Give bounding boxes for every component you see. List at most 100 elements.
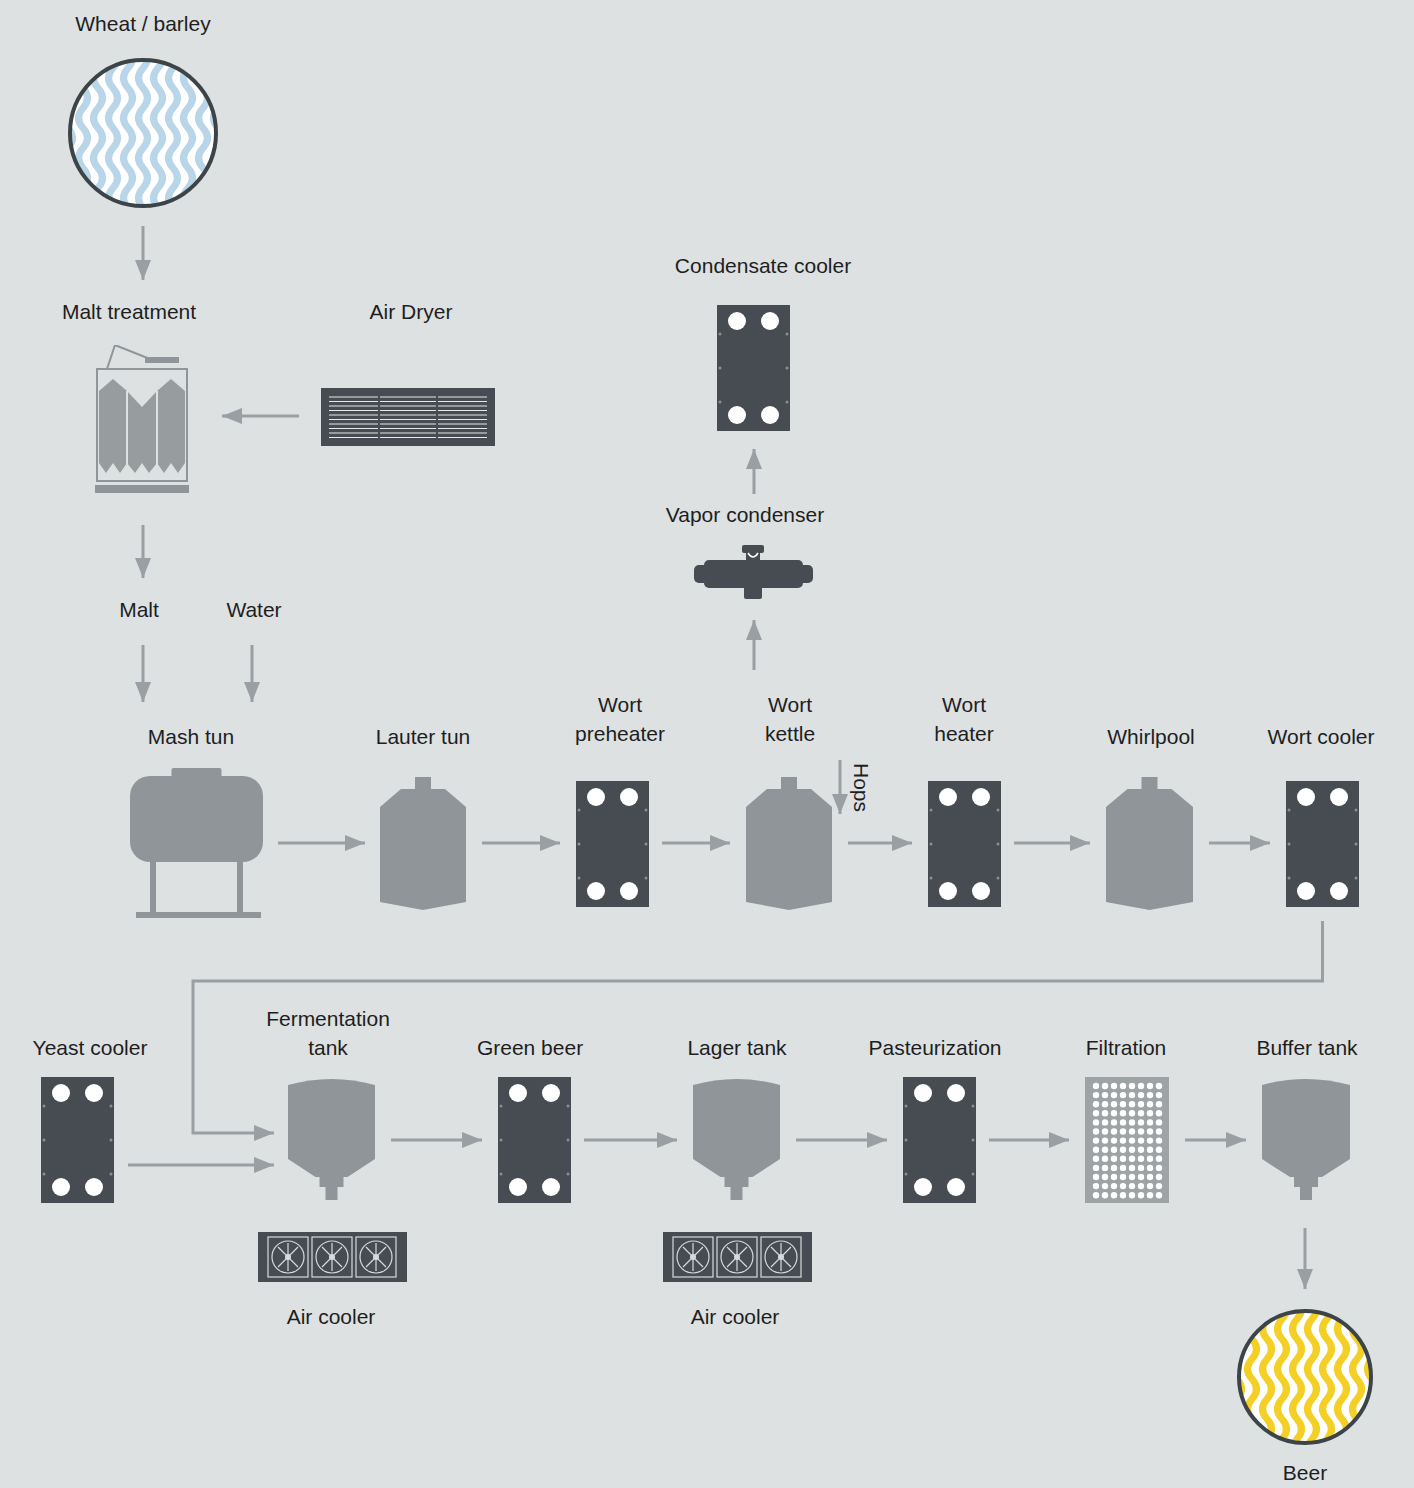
filtration-unit: Filtration [1085,1077,1169,1203]
filter-hole [1102,1165,1108,1171]
tank-neck [415,777,431,791]
nozzle [744,585,762,599]
filter-hole [1111,1192,1117,1198]
port-hole [85,1084,103,1102]
equipment-label: Whirlpool [1107,722,1195,751]
filter-hole [1120,1174,1126,1180]
filter-hole [1102,1156,1108,1162]
air-dryer-unit: Air Dryer [321,388,495,446]
filter-hole [1102,1174,1108,1180]
equipment-label: Buffer tank [1256,1033,1357,1062]
filter-hole [1138,1183,1144,1189]
wave-stripe [79,58,88,208]
equipment-label: Wheat / barley [75,9,210,38]
filter-hole [1156,1174,1162,1180]
filter-hole [1129,1101,1135,1107]
tun-base [136,912,261,918]
filter-hole [1156,1165,1162,1171]
fan-hub [690,1254,696,1260]
filter-hole [1102,1110,1108,1116]
filter-hole [1120,1119,1126,1125]
tank-outlet [1294,1176,1318,1187]
filter-hole [1138,1110,1144,1116]
mash-tun-vessel: Mash tun [130,768,263,918]
port-hole [939,882,957,900]
fan-frame [717,1237,757,1277]
equipment-icon [694,545,813,602]
flow-arrow [1209,842,1270,845]
equipment-icon [746,777,832,910]
fan-hub [734,1254,740,1260]
filter-hole [1120,1165,1126,1171]
equipment-label: Beer [1283,1458,1327,1487]
fan-ring [721,1241,753,1273]
tank-body [288,1079,375,1177]
port-hole [52,1084,70,1102]
filter-hole [1102,1128,1108,1134]
port-hole [509,1084,527,1102]
filter-hole [1093,1101,1099,1107]
port-hole [509,1178,527,1196]
port-hole [85,1178,103,1196]
filter-hole [1138,1101,1144,1107]
equipment-label: Wort heater [919,690,1009,748]
lager-tank-vessel: Lager tank [693,1077,780,1200]
fan-frame [312,1237,352,1277]
port-hole [761,406,779,424]
tank-body [746,789,832,910]
tank-body [693,1079,780,1177]
bolt-dot [1288,877,1291,880]
bolt-dot [578,808,581,811]
equipment-icon [717,305,790,431]
bolt-dot [645,808,648,811]
wave-stripe [1353,1309,1362,1445]
port-hole [761,312,779,330]
fan-ring [272,1241,304,1273]
filter-hole [1129,1092,1135,1098]
flow-arrow [391,1139,482,1142]
bolt-dot [110,1104,113,1107]
port-hole [914,1084,932,1102]
port-hole [1330,882,1348,900]
vapor-condenser-unit: Vapor condenser [694,545,813,602]
air-cooler-unit: Air cooler [258,1232,407,1282]
bolt-dot [645,843,648,846]
silo-divider [126,391,128,479]
bolt-dot [1355,808,1358,811]
filter-hole [1102,1137,1108,1143]
bolt-dot [930,877,933,880]
cooler-body [663,1232,812,1282]
port-hole [1330,788,1348,806]
lauter-tun-vessel: Lauter tun [380,777,466,910]
bolt-dot [972,1139,975,1142]
bolt-dot [500,1104,503,1107]
tank-body [380,789,466,910]
bolt-dot [567,1173,570,1176]
fan-hub [778,1254,784,1260]
filter-hole [1120,1092,1126,1098]
filter-hole [1156,1083,1162,1089]
filter-hole [1147,1101,1153,1107]
wave-stripe [154,58,163,208]
filter-hole [1147,1183,1153,1189]
tank-outlet [731,1186,743,1200]
filter-hole [1120,1156,1126,1162]
flow-arrow [222,415,299,418]
filter-hole [1138,1128,1144,1134]
filter-hole [1129,1192,1135,1198]
filter-hole [1129,1119,1135,1125]
silo-body [99,379,185,473]
bolt-dot [719,367,722,370]
bolt-dot [719,401,722,404]
wave-stripe [1293,1309,1302,1445]
filter-hole [1102,1119,1108,1125]
fan-frame [268,1237,308,1277]
end-cap [694,565,710,583]
divider [436,394,438,440]
filter-hole [1138,1147,1144,1153]
filter-hole [1111,1165,1117,1171]
equipment-label: Air cooler [691,1302,780,1331]
filter-hole [1147,1128,1153,1134]
filter-hole [1129,1083,1135,1089]
fan-blade [771,1243,791,1271]
